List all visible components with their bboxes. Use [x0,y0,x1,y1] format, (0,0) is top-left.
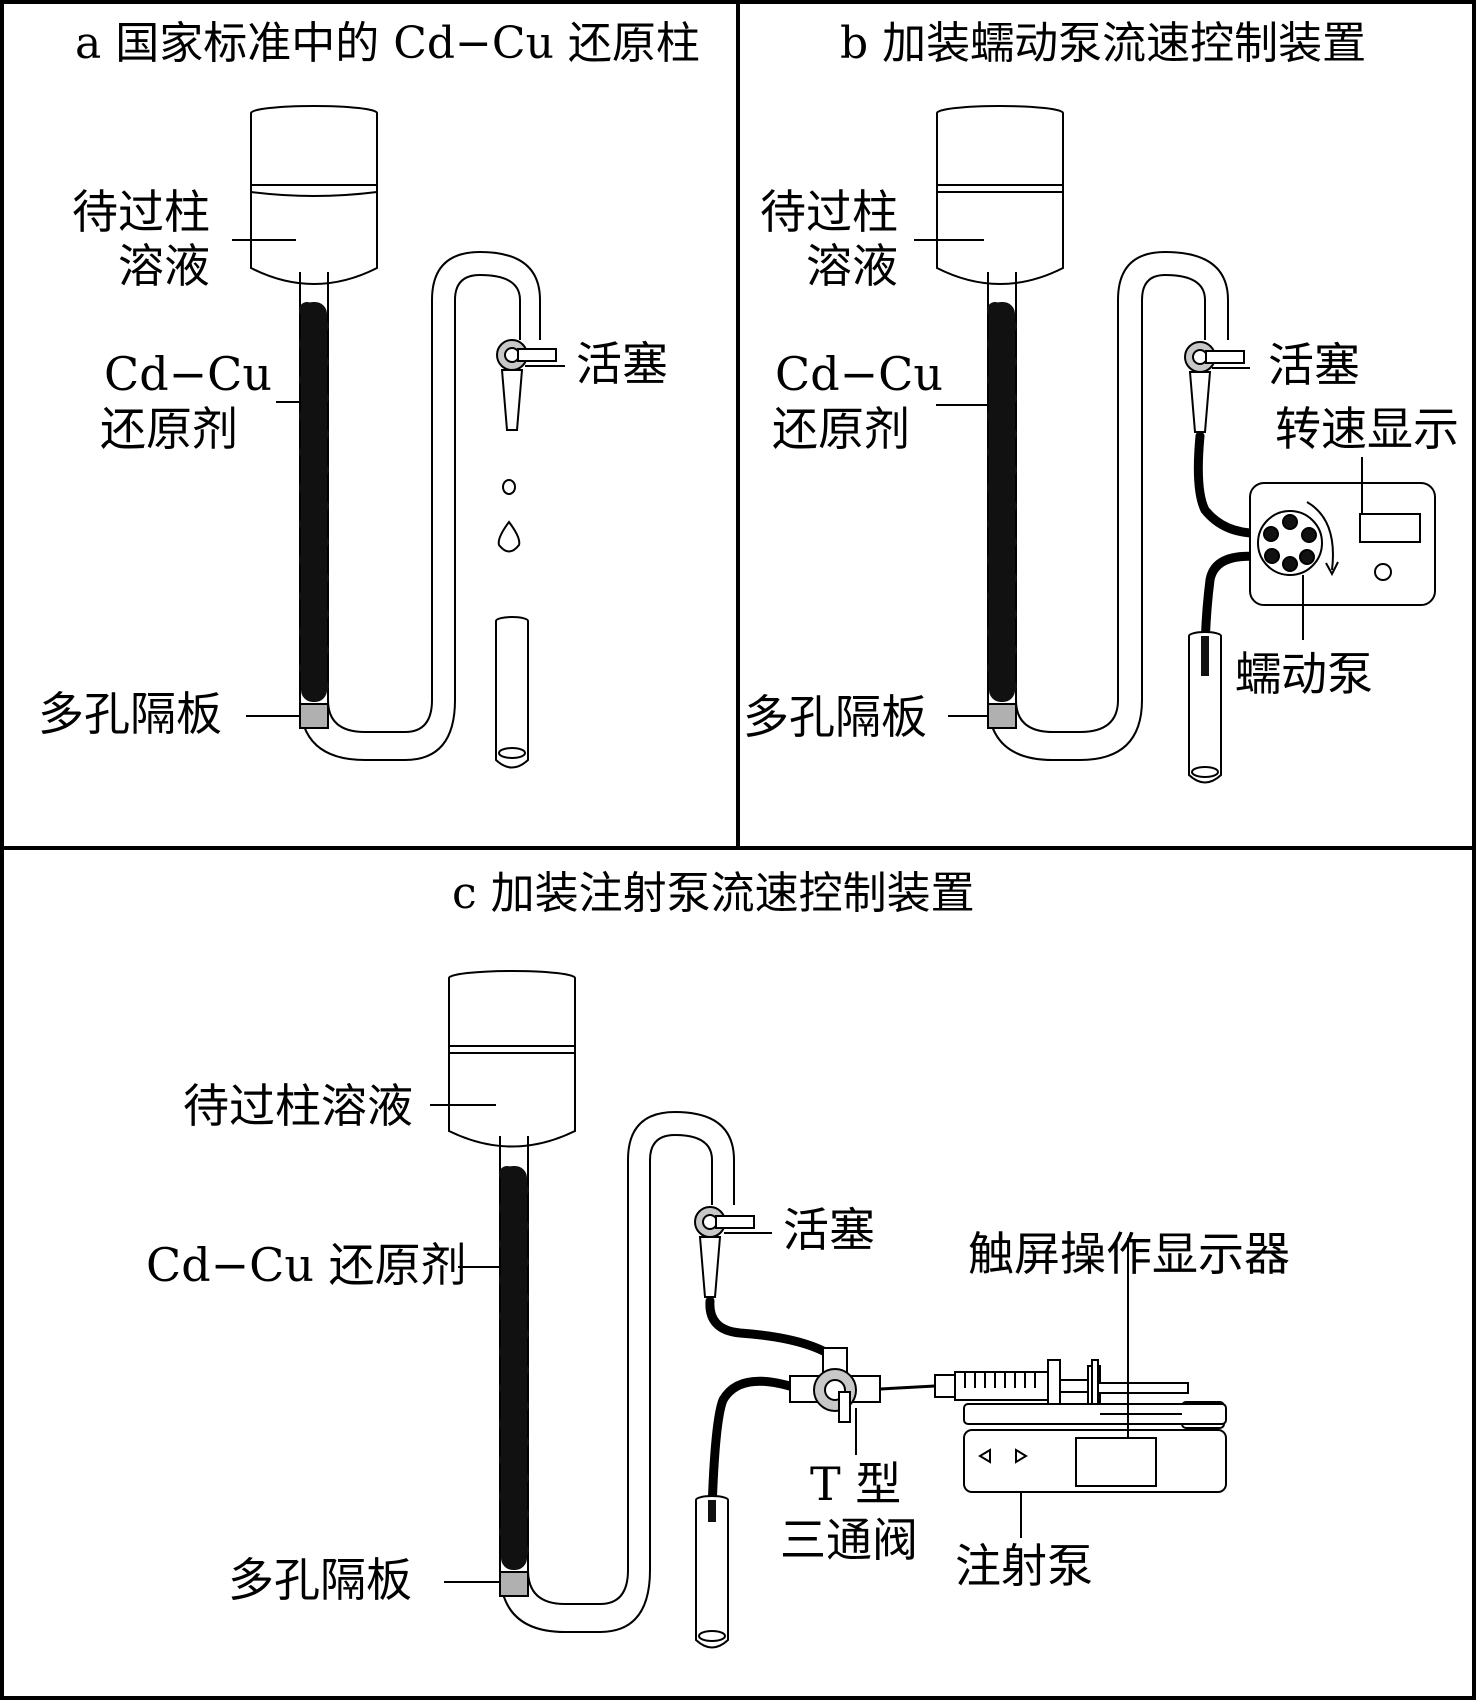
stopcock-b [1184,341,1250,433]
labels-a: 待过柱 溶液 Cd−Cu 还原剂 活塞 多孔隔板 [38,185,668,741]
tube-b [936,250,1229,761]
reservoir-c [430,970,576,1148]
stopcock-label-b: 活塞 [1268,338,1360,392]
labels-c: 待过柱溶液 Cd−Cu 还原剂 活塞 触屏操作显示器 T 型 三通阀 注射泵 多… [146,1079,1290,1607]
stopcock-label-c: 活塞 [783,1203,875,1257]
plate-label-a: 多孔隔板 [38,687,222,741]
solution-label-b-2: 溶液 [806,239,898,293]
syringe-pump-label: 注射泵 [955,1539,1093,1593]
reductant-label-a-1: Cd−Cu [104,347,272,401]
reductant-label-c: Cd−Cu 还原剂 [146,1238,467,1292]
pump-label-b: 蠕动泵 [1235,647,1373,701]
solution-label-b-1: 待过柱 [760,185,898,239]
panel-c-title: c 加装注射泵流速控制装置 [452,868,975,919]
tube-c [444,1110,735,1633]
panel-b-title: b 加装蠕动泵流速控制装置 [840,18,1366,69]
solution-label-a-1: 待过柱 [72,185,210,239]
beads-c [499,1166,529,1570]
panel-b: b 加装蠕动泵流速控制装置 [743,18,1459,784]
valve-label-2: 三通阀 [780,1513,918,1567]
solution-label-a-2: 溶液 [118,239,210,293]
labels-b: 待过柱 溶液 Cd−Cu 还原剂 活塞 转速显示 蠕动泵 多孔隔板 [743,185,1459,744]
valve-label-1: T 型 [810,1457,901,1511]
panel-c: c 加装注射泵流速控制装置 [146,868,1290,1649]
tubing-c [705,1296,843,1515]
stopcock-a [496,339,565,431]
reductant-label-a-2: 还原剂 [100,402,238,456]
stopcock-label-a: 活塞 [576,337,668,391]
plate-label-b: 多孔隔板 [743,690,927,744]
reductant-label-b-1: Cd−Cu [775,347,943,401]
panel-a-title: a 国家标准中的 Cd−Cu 还原柱 [75,18,700,69]
reservoir-b [914,105,1064,285]
stopcock-c [694,1206,772,1298]
syringe-pump [934,1238,1227,1538]
speed-display-label: 转速显示 [1275,402,1459,456]
reductant-label-b-2: 还原剂 [772,402,910,456]
test-tube-b [1188,631,1222,784]
peristaltic-pump [1249,457,1436,640]
reservoir-a [232,105,378,285]
test-tube-c [695,1495,729,1649]
t-valve [789,1347,936,1455]
test-tube-a [495,616,529,769]
drops-a [497,479,521,553]
plate-label-c: 多孔隔板 [228,1553,412,1607]
touchscreen-label: 触屏操作显示器 [968,1227,1290,1281]
beads-b [987,302,1017,702]
solution-label-c: 待过柱溶液 [183,1079,413,1133]
beads-a [299,302,329,702]
panel-a: a 国家标准中的 Cd−Cu 还原柱 [38,18,700,769]
